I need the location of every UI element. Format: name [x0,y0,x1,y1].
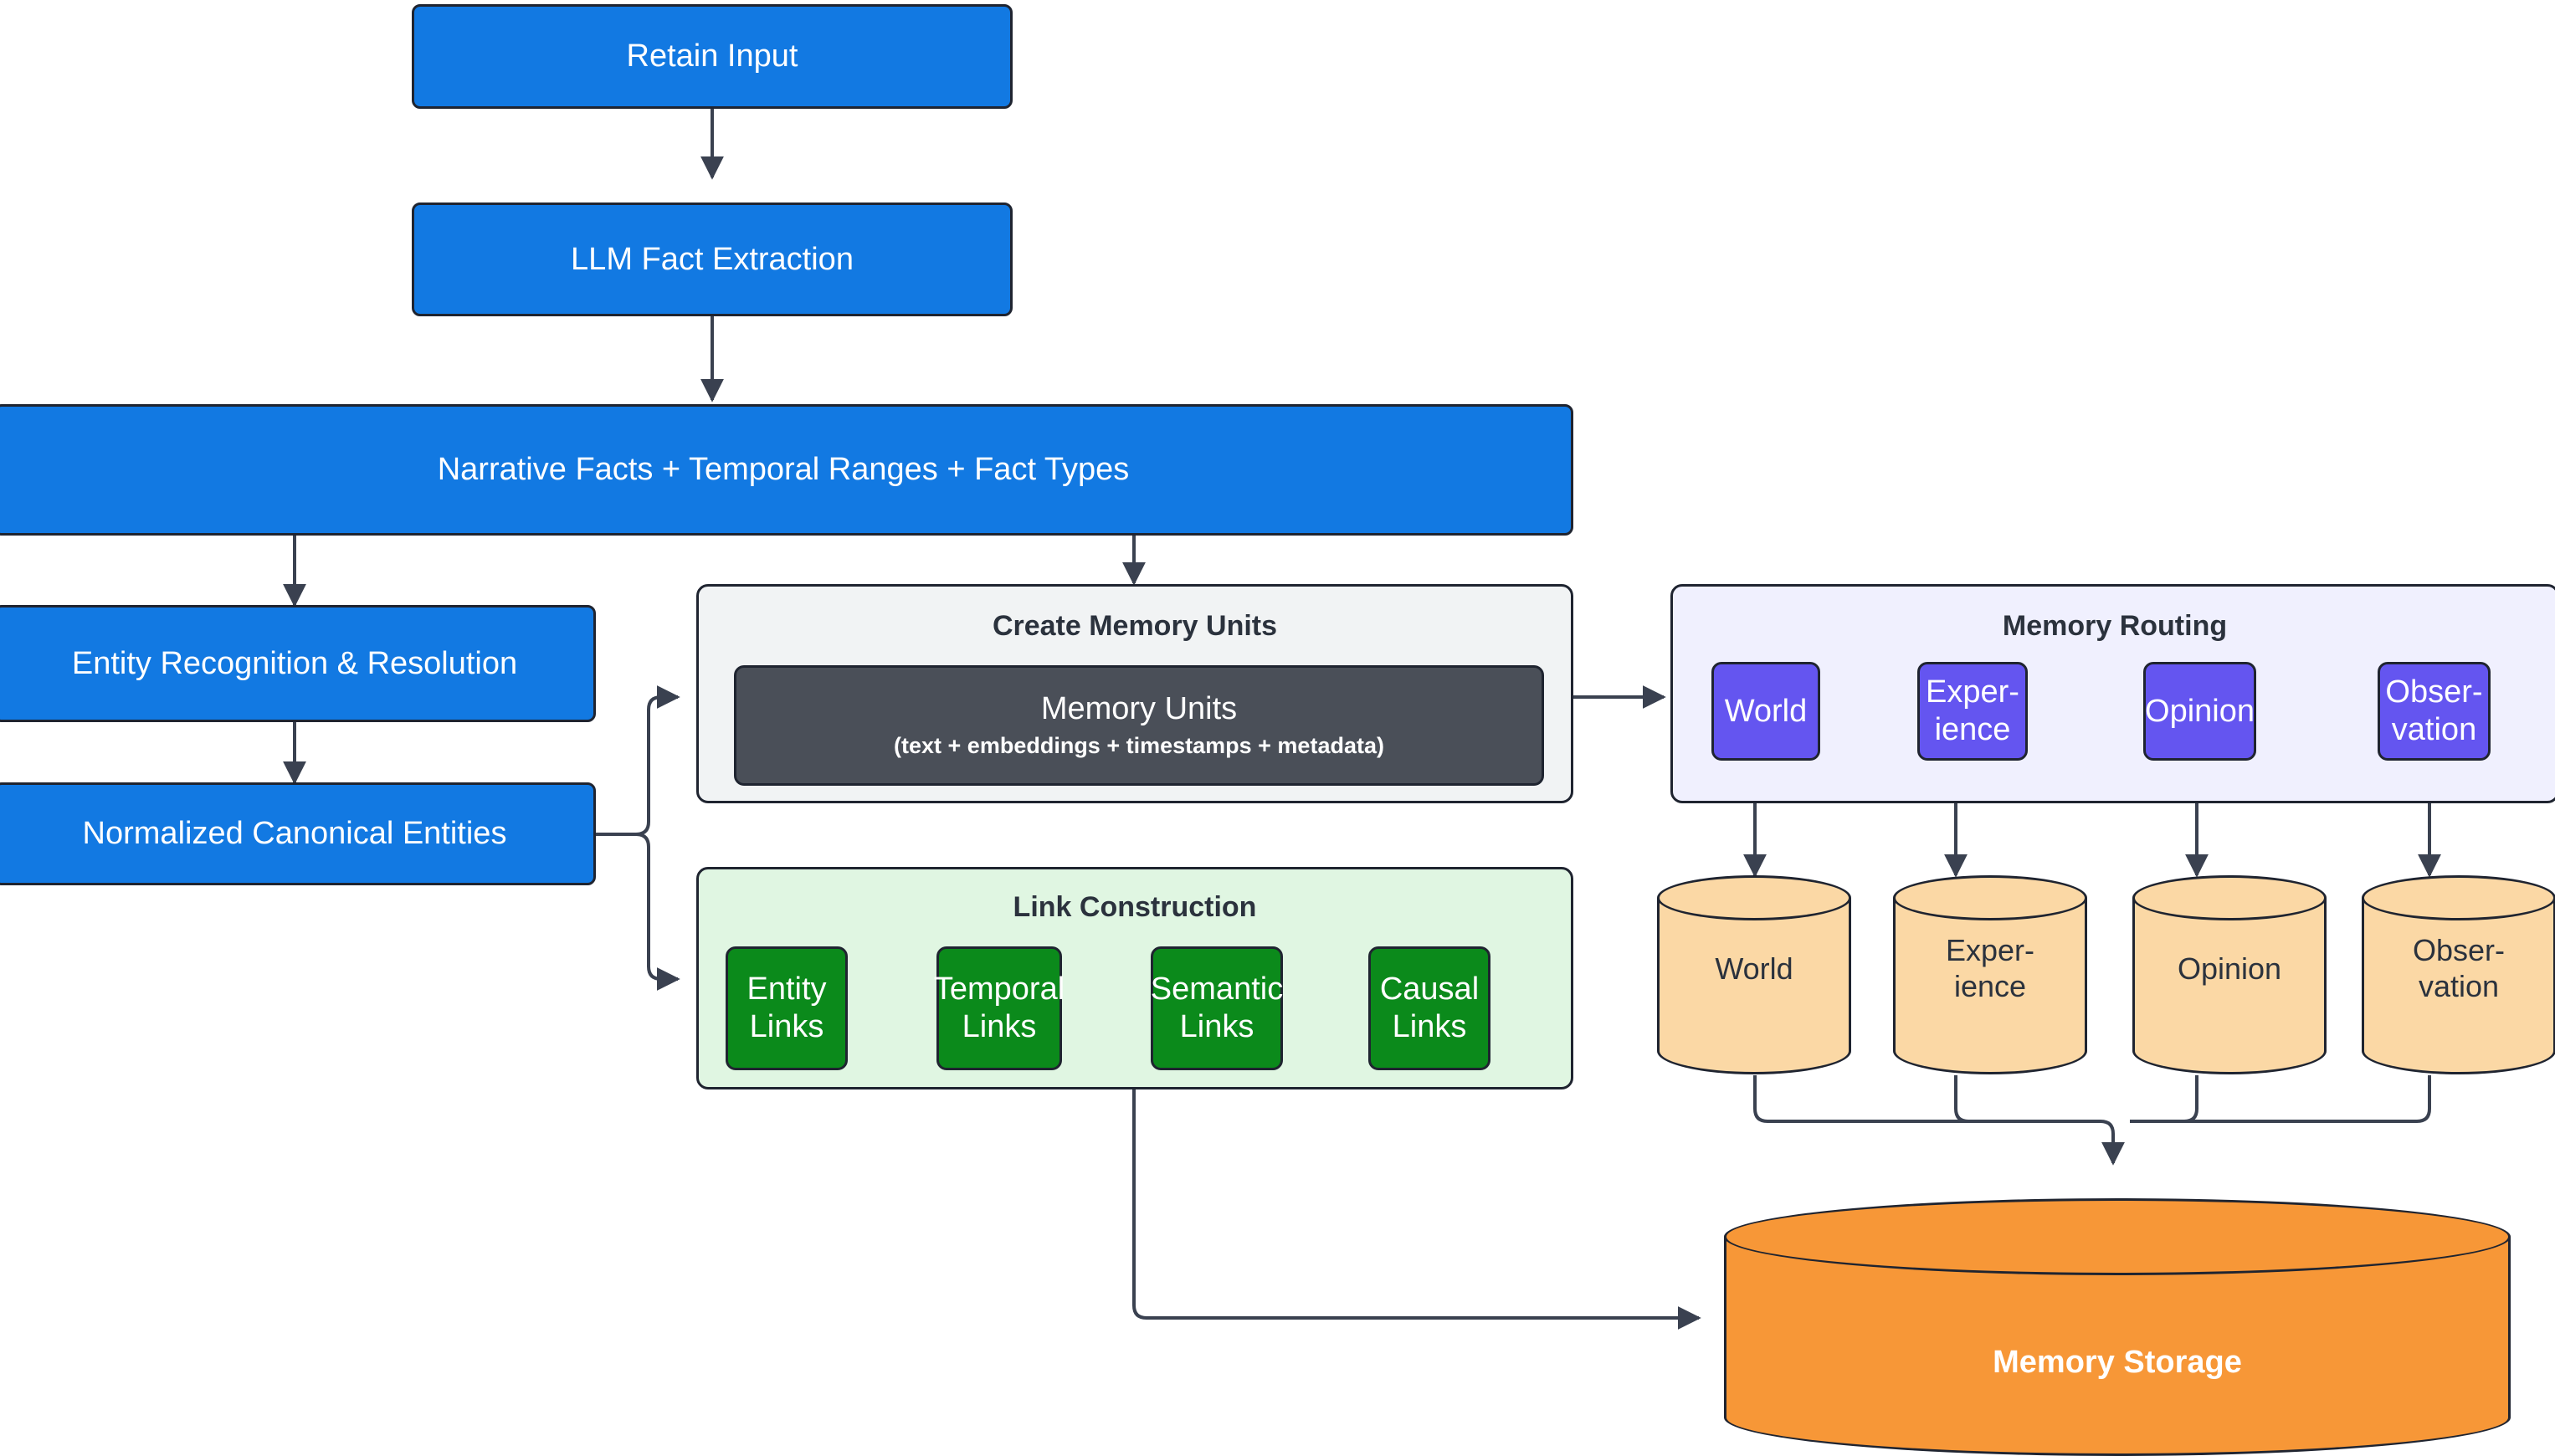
cylinder-opinion-top [2132,875,2327,920]
route-observation-line1: Obser- [2385,674,2483,710]
memory-storage-body [1724,1237,2511,1456]
cylinder-opinion-label: Opinion [2132,951,2327,987]
narrative-facts-label: Narrative Facts + Temporal Ranges + Fact… [437,452,1130,488]
cylinder-experience-top [1893,875,2087,920]
cylinder-experience-line2: ience [1953,969,2027,1004]
cylinder-store-world[interactable]: World [1657,875,1851,1074]
node-semantic-links[interactable]: Semantic Links [1151,946,1283,1070]
route-experience-line1: Exper- [1926,674,2019,710]
cylinder-experience-body [1893,898,2087,1074]
causal-links-line1: Causal [1379,972,1480,1007]
retain-input-label: Retain Input [626,38,798,74]
edge-normalized-to-memoryunits [596,685,680,836]
link-construction-title: Link Construction [1013,891,1257,923]
node-route-experience[interactable]: Exper- ience [1917,662,2028,761]
edge-experience-store-merge [1954,1075,2092,1123]
cylinder-experience-line1: Exper- [1945,933,2035,967]
subgraph-link-construction: Link Construction Entity Links Temporal … [696,867,1573,1089]
node-normalized-entities[interactable]: Normalized Canonical Entities [0,782,596,885]
semantic-links-line2: Links [1179,1009,1254,1044]
route-opinion-line1: Opinion [2145,693,2255,729]
edge-normalized-to-linkconstruction [596,833,680,991]
edge-stores-merge-to-storage [1753,1075,2125,1166]
cylinder-store-observation[interactable]: Obser- vation [2362,875,2555,1074]
cylinder-opinion-line1: Opinion [2177,951,2282,986]
cylinder-world-line1: World [1715,951,1793,986]
node-retain-input[interactable]: Retain Input [412,4,1013,109]
temporal-links-line2: Links [962,1009,1037,1044]
node-causal-links[interactable]: Causal Links [1368,946,1490,1070]
node-llm-fact-extraction[interactable]: LLM Fact Extraction [412,203,1013,316]
subgraph-memory-routing: Memory Routing World Exper- ience Opinio… [1670,584,2555,803]
cylinder-opinion-body [2132,898,2327,1074]
causal-links-line2: Links [1392,1009,1467,1044]
node-memory-units[interactable]: Memory Units (text + embeddings + timest… [734,665,1544,786]
cylinder-observation-body [2362,898,2555,1074]
llm-fact-extraction-label: LLM Fact Extraction [571,241,854,277]
temporal-links-line1: Temporal [933,972,1065,1007]
memory-storage-label: Memory Storage [1993,1345,2242,1380]
node-narrative-facts[interactable]: Narrative Facts + Temporal Ranges + Fact… [0,404,1573,536]
cylinder-world-top [1657,875,1851,920]
node-entity-recognition[interactable]: Entity Recognition & Resolution [0,605,596,722]
route-experience-line2: ience [1934,712,2011,747]
create-memory-units-title: Create Memory Units [992,610,1278,642]
entity-recognition-label: Entity Recognition & Resolution [71,645,518,681]
edge-linkconstruction-to-storage [1132,1089,1701,1330]
entity-links-line2: Links [749,1009,824,1044]
route-observation-line2: vation [2391,712,2477,747]
memory-units-title: Memory Units [1040,691,1238,727]
node-entity-links[interactable]: Entity Links [726,946,848,1070]
cylinder-observation-top [2362,875,2555,920]
semantic-links-line1: Semantic [1150,972,1284,1007]
cylinder-world-label: World [1657,951,1851,987]
memory-units-subtitle: (text + embeddings + timestamps + metada… [894,732,1384,758]
cylinder-observation-label: Obser- vation [2362,932,2555,1004]
route-world-line1: World [1724,693,1808,729]
cylinder-store-opinion[interactable]: Opinion [2132,875,2327,1074]
subgraph-create-memory-units: Create Memory Units Memory Units (text +… [696,584,1573,803]
cylinder-store-experience[interactable]: Exper- ience [1893,875,2087,1074]
edge-opinion-store-merge [2130,1075,2198,1123]
cylinder-observation-line1: Obser- [2412,933,2506,967]
memory-routing-title: Memory Routing [2002,610,2228,642]
node-route-observation[interactable]: Obser- vation [2378,662,2491,761]
memory-storage-top [1724,1198,2511,1275]
node-route-world[interactable]: World [1711,662,1820,761]
cylinder-experience-label: Exper- ience [1893,932,2087,1004]
edge-observation-store-merge [2130,1075,2431,1123]
normalized-entities-label: Normalized Canonical Entities [82,816,507,852]
node-temporal-links[interactable]: Temporal Links [933,946,1065,1070]
entity-links-line1: Entity [746,972,827,1007]
cylinder-observation-line2: vation [2418,969,2500,1004]
cylinder-memory-storage[interactable]: Memory Storage [1724,1198,2511,1456]
node-route-opinion[interactable]: Opinion [2143,662,2256,761]
cylinder-world-body [1657,898,1851,1074]
